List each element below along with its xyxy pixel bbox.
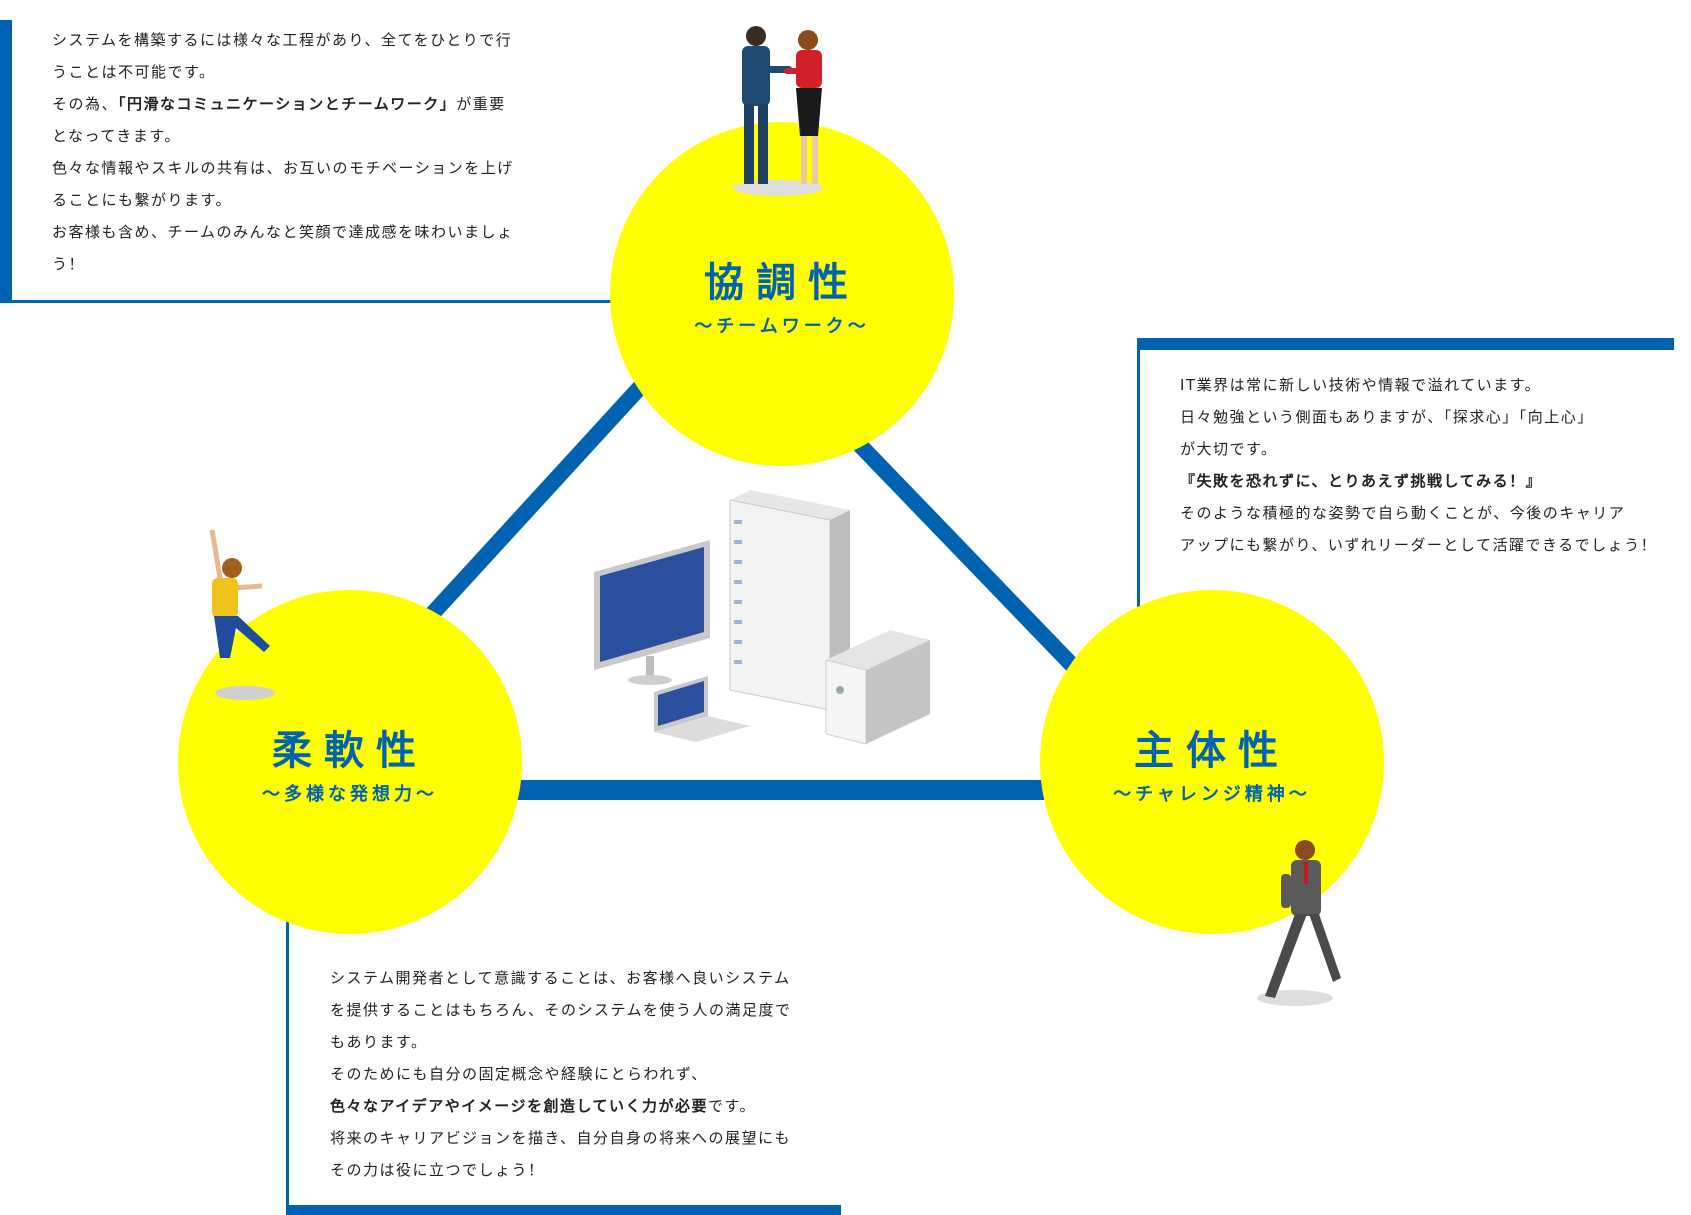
teamwork-line-8: う！	[52, 255, 86, 273]
teamwork-accent-bar	[0, 20, 12, 300]
initiative-subtitle: 〜チャレンジ精神〜	[1113, 784, 1311, 805]
flexibility-description: システム開発者として意識することは、お客様へ良いシステム を提供することはもちろ…	[330, 962, 850, 1186]
initiative-line-3: が大切です。	[1180, 440, 1278, 458]
teamwork-line-6: ることにも繋がります。	[52, 191, 233, 209]
teamwork-circle: 協調性 〜チームワーク〜	[610, 122, 954, 466]
flexibility-line-1: システム開発者として意識することは、お客様へ良いシステム	[330, 969, 791, 987]
teamwork-title: 協調性	[704, 260, 860, 306]
initiative-line-5: そのような積極的な姿勢で自ら動くことが、今後のキャリア	[1180, 504, 1626, 522]
jumping-woman-illustration	[209, 529, 275, 700]
flexibility-subtitle: 〜多様な発想力〜	[262, 784, 438, 805]
teamwork-description: システムを構築するには様々な工程があり、全てをひとりで行 うことは不可能です。 …	[52, 24, 572, 280]
flexibility-title: 柔軟性	[272, 728, 428, 774]
initiative-highlight: 『失敗を恐れずに、とりあえず挑戦してみる！』	[1180, 472, 1543, 490]
walking-businessman-illustration	[1257, 840, 1341, 1006]
teamwork-line-1: システムを構築するには様々な工程があり、全てをひとりで行	[52, 31, 513, 49]
flexibility-line-4: そのためにも自分の固定概念や経験にとらわれず、	[330, 1065, 708, 1083]
initiative-line-4: 『失敗を恐れずに、とりあえず挑戦してみる！』	[1180, 465, 1690, 497]
flexibility-vertical-line	[286, 845, 289, 1215]
initiative-title: 主体性	[1134, 728, 1290, 774]
flexibility-line-5: 色々なアイデアやイメージを創造していく力が必要です。	[330, 1097, 757, 1115]
flexibility-bottomline	[286, 1205, 841, 1215]
teamwork-line-3: その為、「円滑なコミュニケーションとチームワーク」が重要	[52, 95, 506, 113]
teamwork-line-2: うことは不可能です。	[52, 63, 216, 81]
flexibility-highlight: 色々なアイデアやイメージを創造していく力が必要	[330, 1097, 709, 1115]
teamwork-line-4: となってきます。	[52, 127, 181, 145]
flexibility-line-2: を提供することはもちろん、そのシステムを使う人の満足度で	[330, 1001, 792, 1019]
flexibility-line-7: その力は役に立つでしょう！	[330, 1161, 545, 1179]
flexibility-circle: 柔軟性 〜多様な発想力〜	[178, 590, 522, 934]
flexibility-line-6: 将来のキャリアビジョンを描き、自分自身の将来への展望にも	[330, 1129, 791, 1147]
teamwork-line-5: 色々な情報やスキルの共有は、お互いのモチベーションを上げ	[52, 159, 514, 177]
initiative-topline	[1137, 338, 1674, 350]
teamwork-subtitle: 〜チームワーク〜	[694, 316, 870, 337]
flexibility-line-3: もあります。	[330, 1033, 428, 1051]
initiative-vertical-line	[1137, 338, 1140, 690]
teamwork-underline	[0, 300, 652, 303]
computer-server-illustration	[594, 490, 930, 745]
initiative-circle: 主体性 〜チャレンジ精神〜	[1040, 590, 1384, 934]
teamwork-line-7: お客様も含め、チームのみんなと笑顔で達成感を味わいましょ	[52, 223, 514, 241]
initiative-line-1: IT業界は常に新しい技術や情報で溢れています。	[1180, 376, 1542, 394]
handshake-people-illustration	[733, 26, 823, 196]
initiative-line-2: 日々勉強という側面もありますが、「探求心」「向上心」	[1180, 408, 1594, 426]
teamwork-highlight: 「円滑なコミュニケーションとチームワーク」	[118, 95, 457, 113]
initiative-line-6: アップにも繋がり、いずれリーダーとして活躍できるでしょう！	[1180, 536, 1658, 554]
initiative-description: IT業界は常に新しい技術や情報で溢れています。 日々勉強という側面もありますが、…	[1180, 369, 1690, 561]
